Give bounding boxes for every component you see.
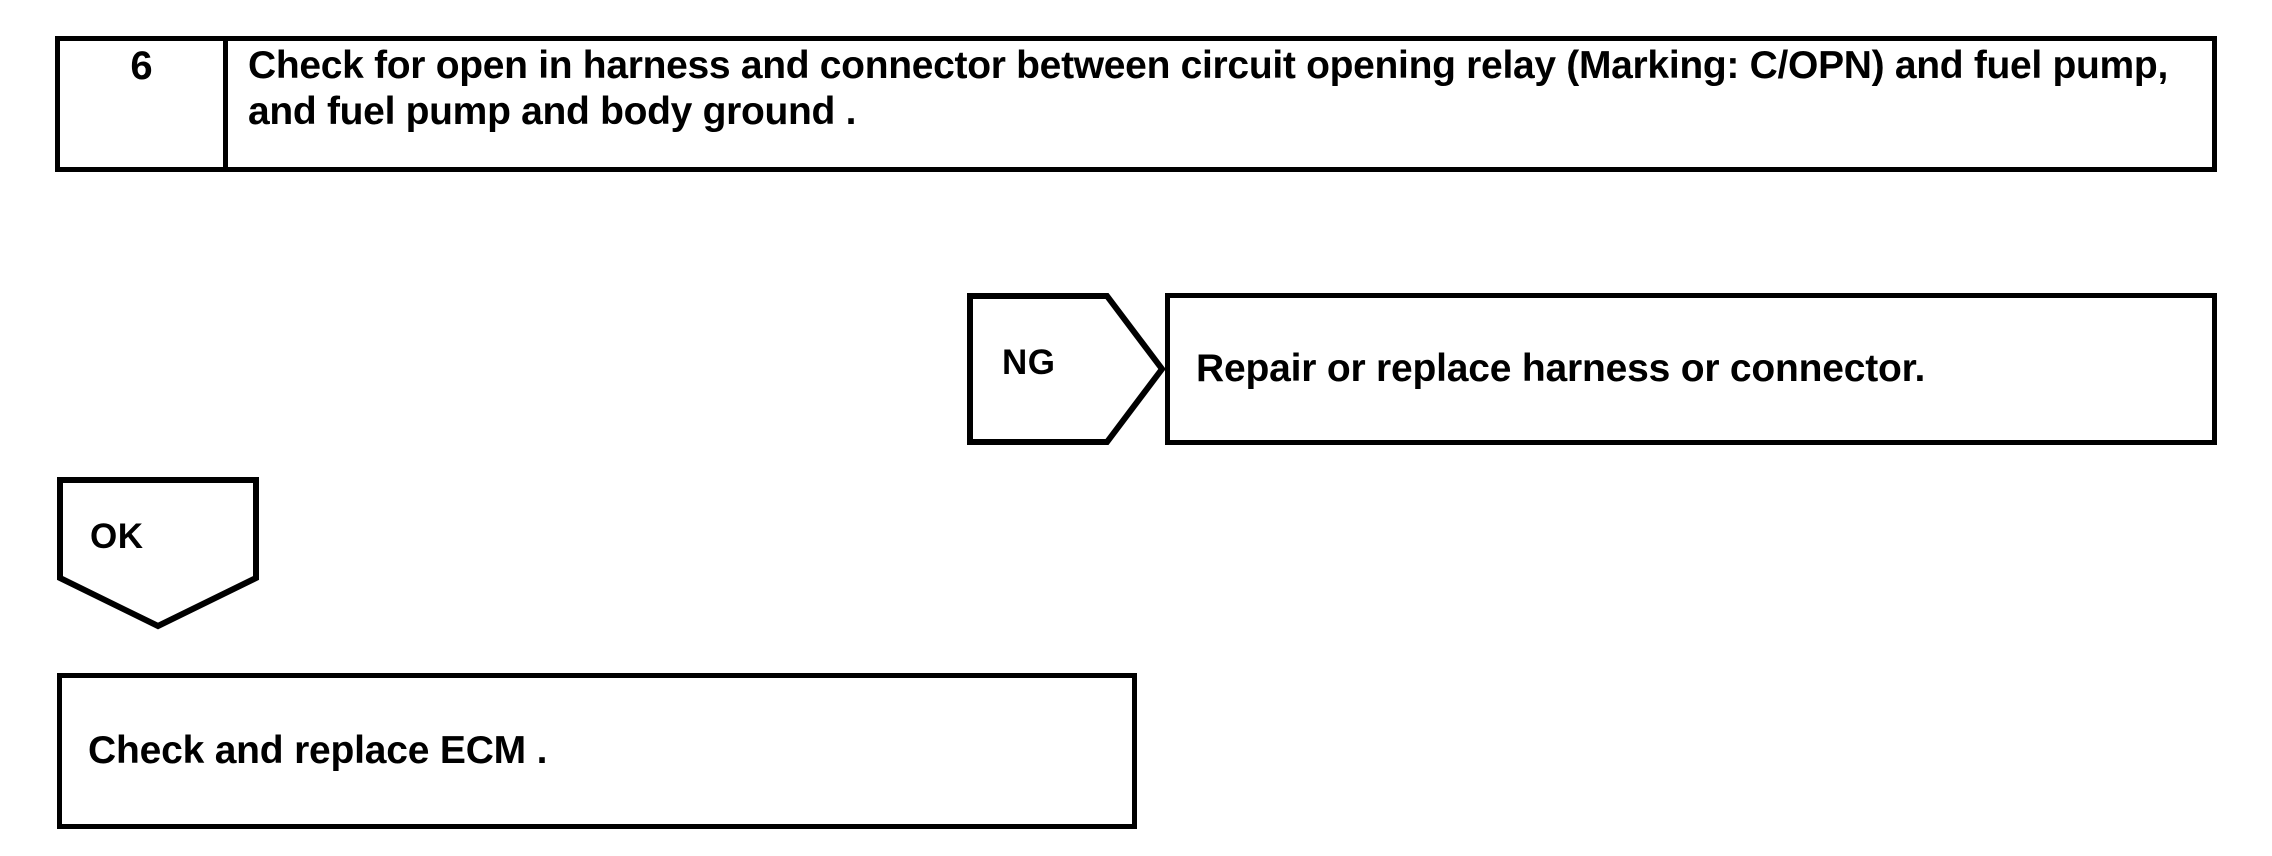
step-instruction-cell: Check for open in harness and connector … [228, 41, 2212, 167]
ok-arrow-shape [57, 477, 259, 630]
step-number: 6 [130, 44, 153, 88]
ng-branch-arrow: NG [967, 293, 1166, 445]
step-row: 6 Check for open in harness and connecto… [55, 36, 2217, 172]
step-instruction-text: Check for open in harness and connector … [248, 44, 2168, 133]
step-number-cell: 6 [60, 41, 228, 167]
ng-branch-label: NG [1002, 343, 1056, 382]
ng-result-box: Repair or replace harness or connector. [1165, 293, 2217, 445]
ok-result-box: Check and replace ECM . [57, 673, 1137, 829]
ng-arrow-shape [967, 293, 1166, 445]
ok-result-text: Check and replace ECM . [88, 728, 548, 772]
ok-branch-label: OK [90, 517, 144, 556]
ng-result-text: Repair or replace harness or connector. [1196, 346, 1926, 390]
ok-branch-arrow: OK [57, 477, 259, 630]
